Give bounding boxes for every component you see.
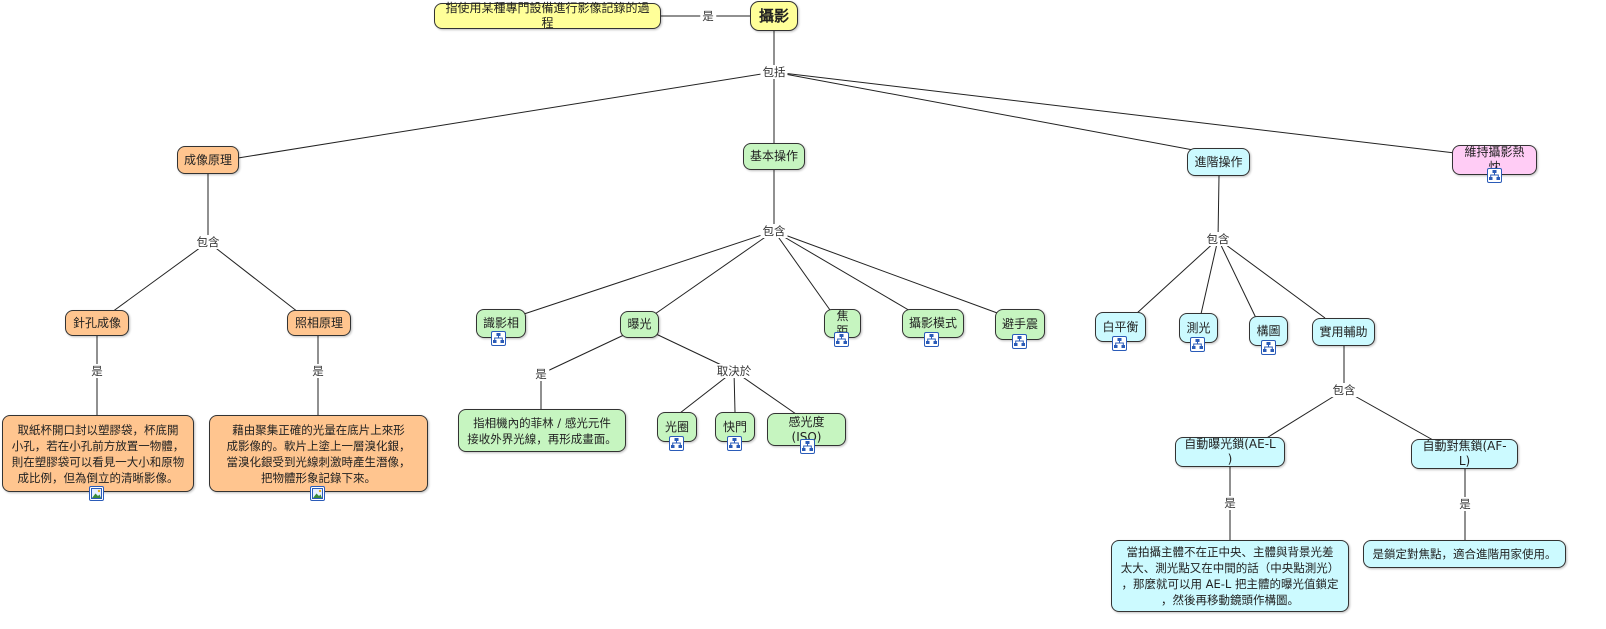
basic-operation-node[interactable]: 基本操作 [743, 143, 805, 170]
af-lock-description[interactable]: 是鎖定對焦點，適合進階用家使用。 [1363, 540, 1566, 568]
concept-map-icon[interactable] [800, 439, 815, 454]
pinhole-node[interactable]: 針孔成像 [65, 310, 129, 336]
link-label-pinhole-is: 是 [89, 364, 105, 378]
link-label-afl-is: 是 [1457, 497, 1473, 511]
link-label-exposure-is: 是 [533, 367, 549, 381]
image-icon[interactable] [310, 486, 325, 501]
link-label-is: 是 [700, 9, 716, 23]
concept-map-icon[interactable] [1112, 336, 1127, 351]
ae-lock-description[interactable]: 當拍攝主體不在正中央、主體與背景光差 太大、測光點又在中間的話（中央點測光） ，… [1111, 540, 1349, 612]
concept-map-icon[interactable] [1012, 334, 1027, 349]
pinhole-description[interactable]: 取紙杯開口封以塑膠袋，杯底開 小孔，若在小孔前方放置一物體， 則在塑膠袋可以看見… [2, 415, 194, 492]
concept-map-icon[interactable] [834, 332, 849, 347]
exposure-description[interactable]: 指相機內的菲林 / 感光元件 接收外界光線，再形成畫面。 [458, 409, 626, 452]
imaging-principle-node[interactable]: 成像原理 [177, 146, 239, 174]
link-label-advanced-contains: 包含 [1204, 232, 1232, 246]
link-label-assist-contains: 包含 [1330, 383, 1358, 397]
concept-map-icon[interactable] [669, 436, 684, 451]
practical-assist-node[interactable]: 實用輔助 [1312, 318, 1375, 346]
concept-map-icon[interactable] [491, 331, 506, 346]
concept-map-icon[interactable] [727, 436, 742, 451]
passion-node[interactable]: 維持攝影熱忱 [1452, 145, 1537, 175]
ae-lock-node[interactable]: 自動曝光鎖(AE-L ) [1175, 437, 1285, 467]
aperture-node[interactable]: 光圈 [657, 412, 697, 442]
link-label-ael-is: 是 [1222, 496, 1238, 510]
photo-principle-node[interactable]: 照相原理 [287, 310, 351, 336]
link-label-basic-contains: 包含 [760, 224, 788, 238]
root-node[interactable]: 攝影 [750, 1, 798, 31]
link-label-depends-on: 取決於 [714, 364, 754, 378]
photo-description[interactable]: 藉由聚集正確的光量在底片上來形 成影像的。軟片上塗上一層溴化銀， 當溴化銀受到光… [209, 415, 428, 492]
link-label-imaging-contains: 包含 [194, 235, 222, 249]
link-label-photo-is: 是 [310, 364, 326, 378]
concept-map-icon[interactable] [1190, 337, 1205, 352]
concept-map-icon[interactable] [924, 332, 939, 347]
af-lock-node[interactable]: 自動對焦鎖(AF-L) [1411, 439, 1518, 469]
exposure-node[interactable]: 曝光 [620, 311, 659, 338]
advanced-operation-node[interactable]: 進階操作 [1187, 148, 1250, 176]
concept-map-icon[interactable] [1261, 340, 1276, 355]
image-icon[interactable] [89, 486, 104, 501]
definition-node[interactable]: 指使用某種專門設備進行影像記錄的過程 [434, 1, 661, 30]
concept-map-icon[interactable] [1487, 168, 1502, 183]
link-label-includes: 包括 [760, 65, 788, 79]
composition-node[interactable]: 構圖 [1249, 316, 1288, 346]
